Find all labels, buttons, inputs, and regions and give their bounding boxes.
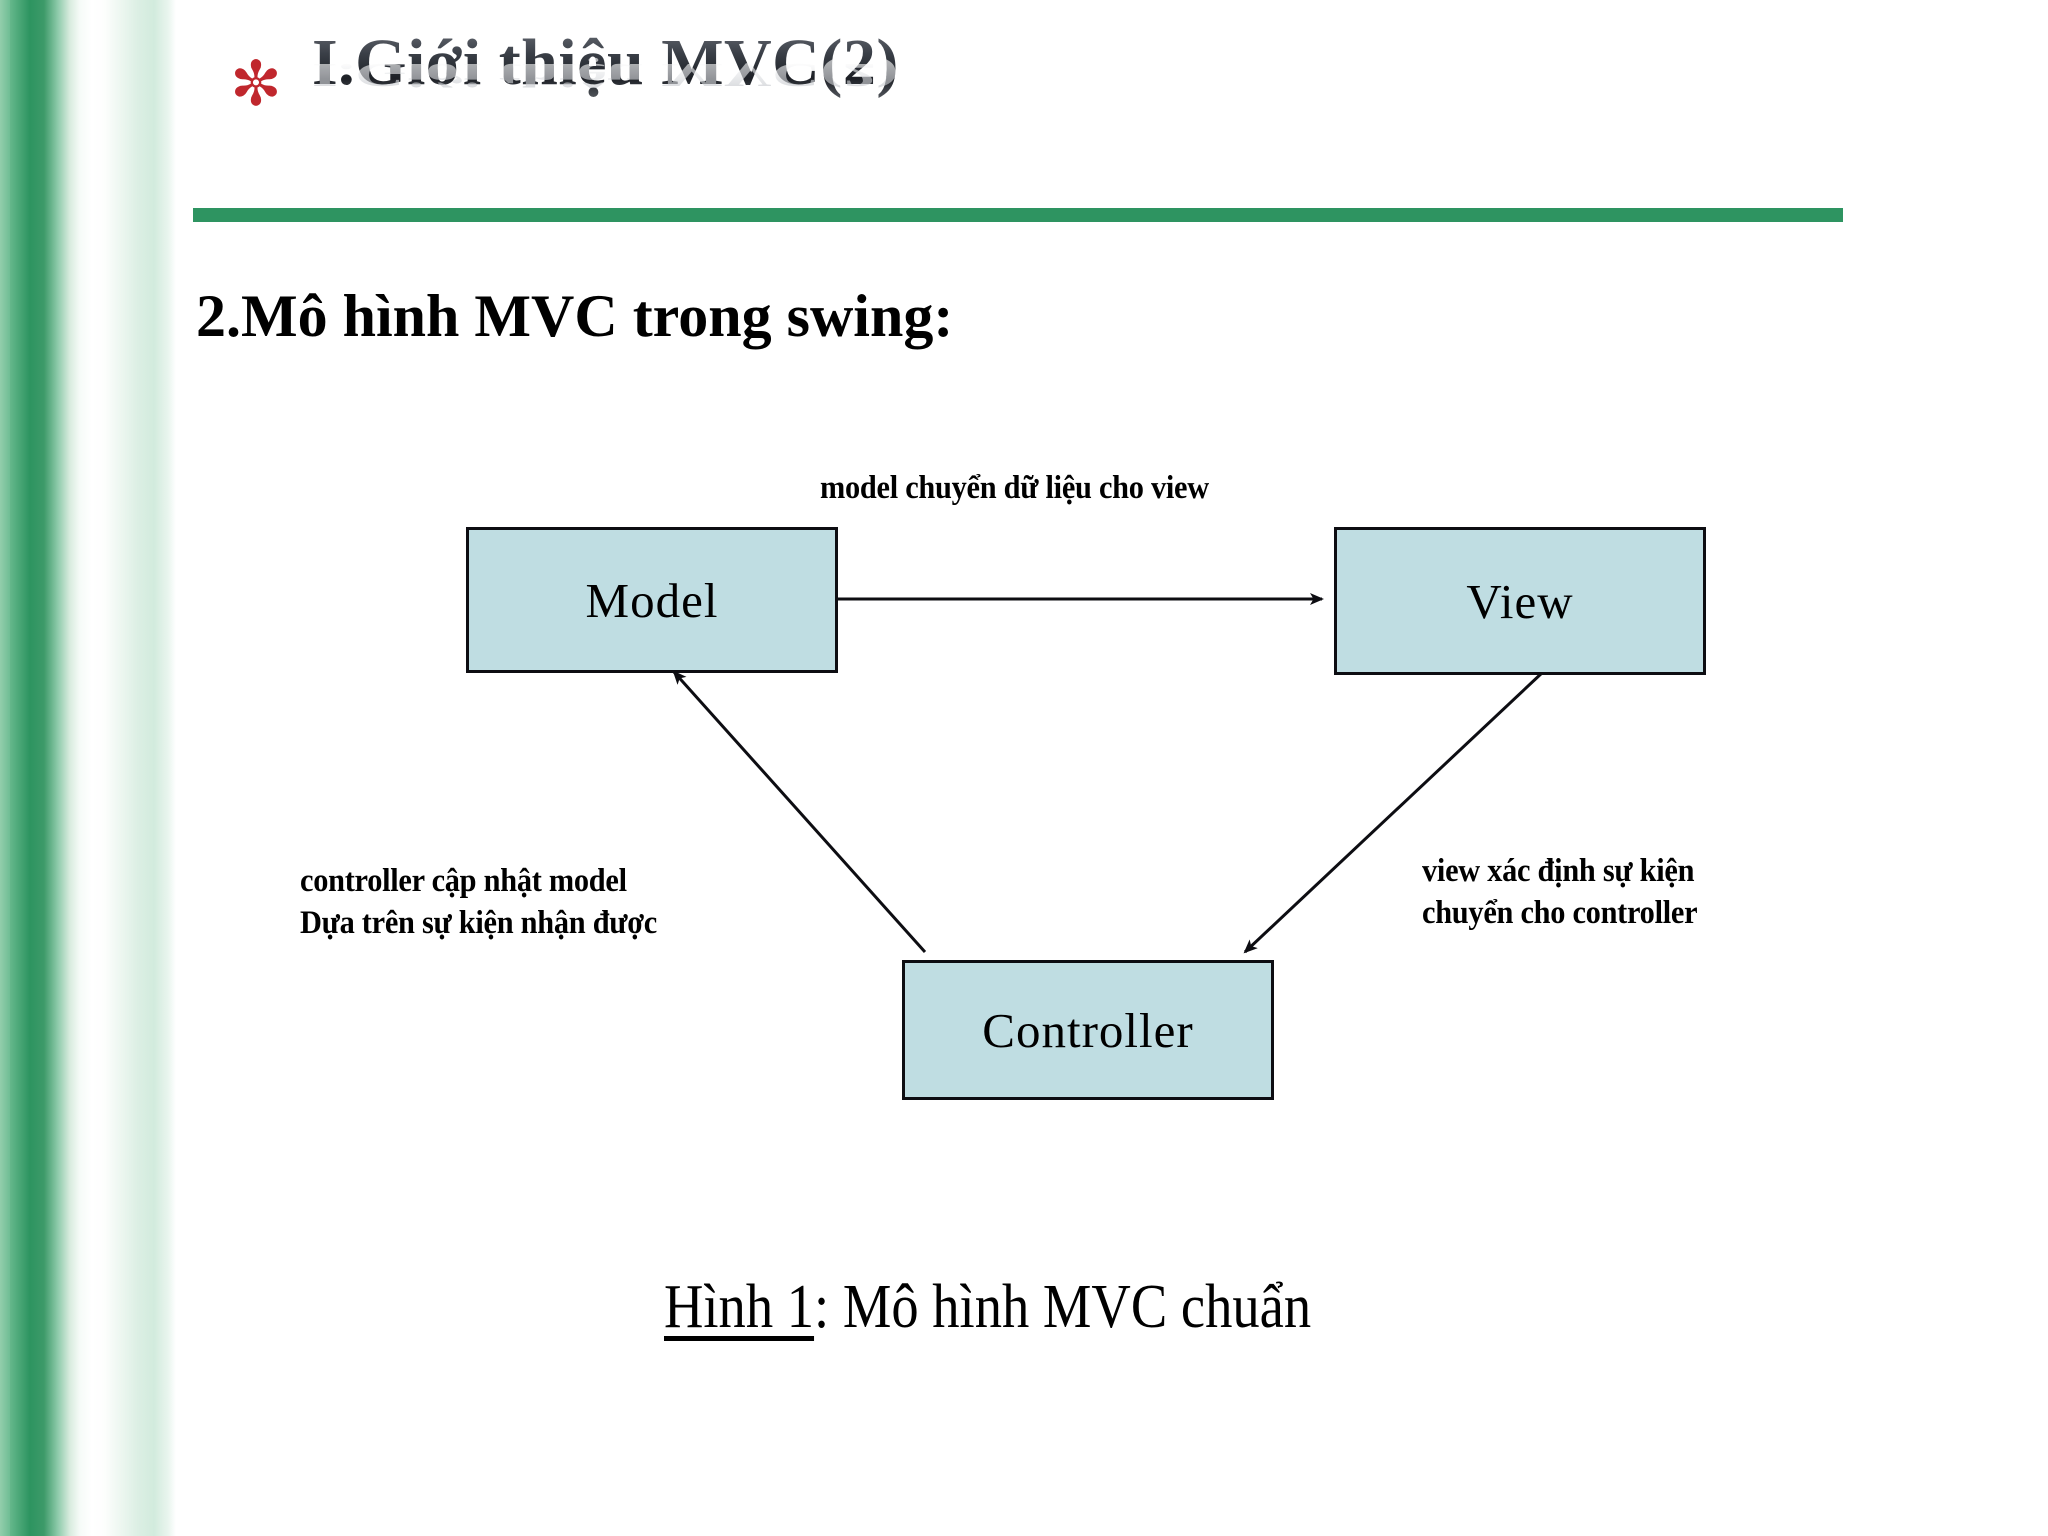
diagram-node-controller: Controller: [902, 960, 1274, 1100]
edge-label-view-to-controller-line1: view xác định sự kiện: [1422, 853, 1695, 889]
figure-caption-label: Hình 1: [664, 1273, 815, 1341]
diagram-node-model: Model: [466, 527, 838, 673]
edge-label-controller-to-model: controller cập nhật model Dựa trên sự ki…: [300, 860, 657, 944]
title-with-reflection: I.Giới thiệu MVC(2) I.Giới thiệu MVC(2): [312, 30, 899, 96]
edge-label-controller-to-model-line1: controller cập nhật model: [300, 863, 627, 899]
slide-title-row: ✼ I.Giới thiệu MVC(2) I.Giới thiệu MVC(2…: [230, 30, 899, 160]
left-band-edge-stripe: [0, 0, 10, 1536]
edge-label-view-to-controller: view xác định sự kiện chuyển cho control…: [1422, 850, 1698, 934]
diagram-node-view: View: [1334, 527, 1706, 675]
edge-label-view-to-controller-line2: chuyển cho controller: [1422, 895, 1698, 932]
figure-caption-text: : Mô hình MVC chuẩn: [814, 1273, 1312, 1341]
edge-label-model-to-view: model chuyển dữ liệu cho view: [820, 470, 1209, 506]
section-heading: 2.Mô hình MVC trong swing:: [196, 283, 954, 349]
edge-label-controller-to-model-line2: Dựa trên sự kiện nhận được: [300, 905, 657, 942]
left-decorative-band: [0, 0, 176, 1536]
figure-caption: Hình 1: Mô hình MVC chuẩn: [664, 1272, 1311, 1343]
title-divider-rule: [193, 208, 1843, 222]
page-title: I.Giới thiệu MVC(2): [311, 26, 899, 99]
asterisk-bullet-icon: ✼: [230, 51, 282, 119]
